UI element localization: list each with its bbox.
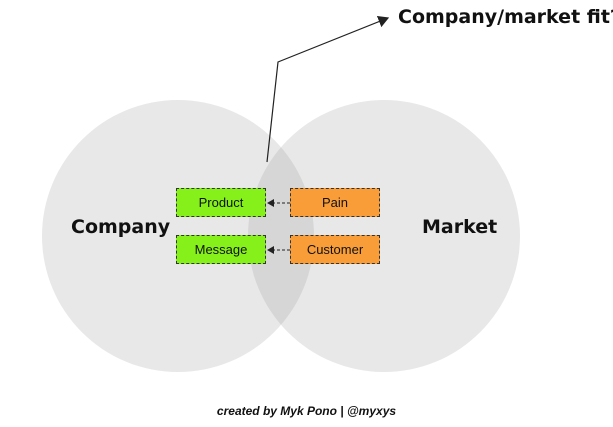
customer-box: Customer bbox=[290, 235, 380, 264]
message-box: Message bbox=[176, 235, 266, 264]
diagram-title: Company/market fit? bbox=[398, 6, 613, 28]
fit-arrow bbox=[266, 15, 390, 163]
market-label: Market bbox=[422, 216, 498, 238]
pain-box: Pain bbox=[290, 188, 380, 217]
product-box: Product bbox=[176, 188, 266, 217]
market-circle bbox=[248, 100, 520, 372]
company-label: Company bbox=[71, 216, 171, 238]
credit-line: created by Myk Pono | @myxys bbox=[216, 404, 397, 418]
